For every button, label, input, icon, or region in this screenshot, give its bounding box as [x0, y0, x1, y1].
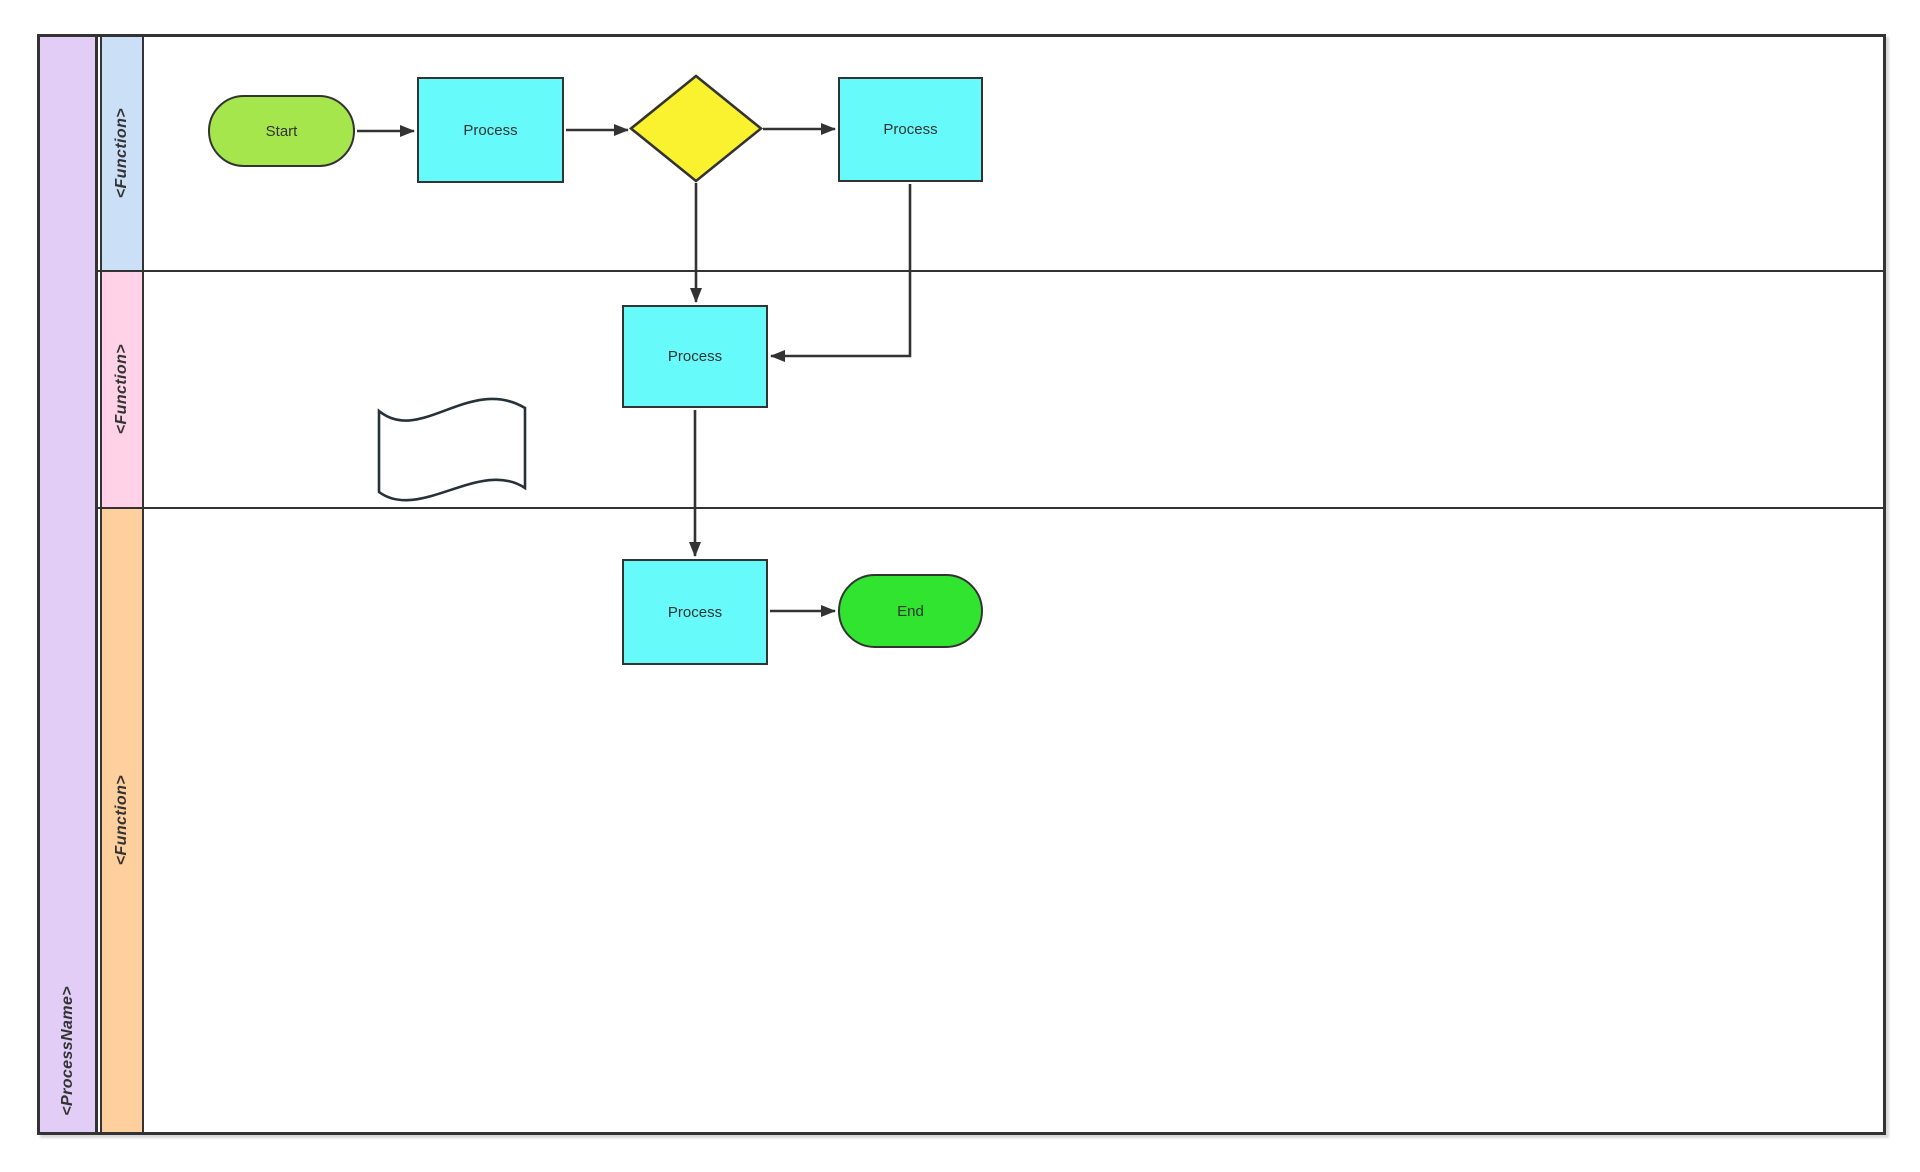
lane-2-header[interactable]: <Function> [100, 272, 144, 507]
process-node-4-label: Process [667, 603, 723, 621]
lane-2-title: <Function> [113, 344, 130, 435]
process-node-3-label: Process [667, 348, 723, 365]
lane-1-title: <Function> [113, 108, 130, 199]
decision-node[interactable] [628, 74, 764, 183]
paper-tape-node[interactable] [377, 397, 527, 502]
end-node[interactable]: End [838, 574, 983, 648]
process-node-3[interactable]: Process [622, 305, 768, 408]
connector-process2-process3[interactable] [770, 184, 912, 362]
process-node-2[interactable]: Process [838, 77, 983, 182]
lane-3-title: <Function> [113, 775, 130, 866]
process-node-1[interactable]: Process [417, 77, 564, 183]
pool-title: <ProcessName> [58, 986, 76, 1116]
lane-2: <Function> [98, 272, 1883, 509]
pool-header[interactable]: <ProcessName> [40, 37, 98, 1132]
start-node[interactable]: Start [208, 95, 355, 167]
lane-1: <Function> [98, 37, 1883, 272]
lane-3: <Function> [98, 509, 1883, 1132]
process-node-4[interactable]: Process [622, 559, 768, 665]
swimlane-pool: <ProcessName> <Function> <Function> <Fun… [37, 34, 1886, 1135]
end-node-label: End [897, 602, 924, 620]
lane-1-header[interactable]: <Function> [100, 37, 144, 270]
lane-3-header[interactable]: <Function> [100, 509, 144, 1132]
lane-1-body [144, 37, 1883, 270]
process-node-1-label: Process [463, 121, 518, 139]
start-node-label: Start [265, 122, 298, 140]
lane-3-body [144, 509, 1883, 1132]
lanes-container: <Function> <Function> <Function> [98, 37, 1883, 1132]
process-node-2-label: Process [883, 121, 938, 138]
